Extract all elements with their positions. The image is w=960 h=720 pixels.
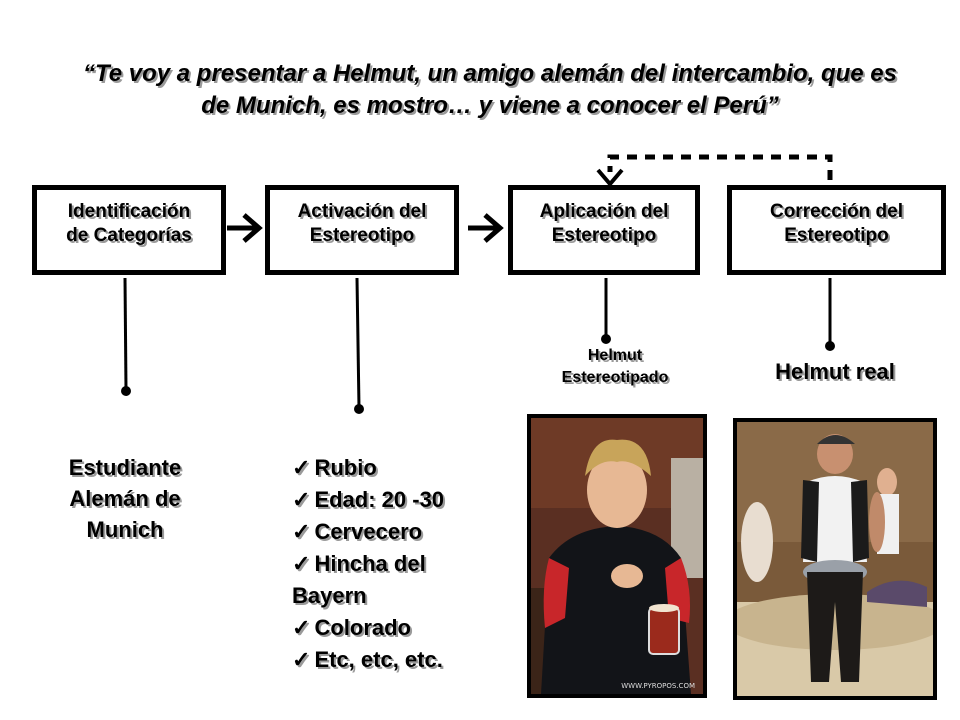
arrow-right-icon-1 bbox=[227, 213, 263, 243]
label-line: Alemán de bbox=[69, 486, 181, 511]
box-label: Estereotipo bbox=[551, 225, 657, 246]
box-activacion-estereotipo: Activación del Estereotipo bbox=[265, 185, 459, 275]
trait-text: Hincha del Bayern bbox=[292, 551, 426, 608]
list-item: ✓Colorado bbox=[292, 612, 492, 644]
trait-text: Etc, etc, etc. bbox=[314, 647, 443, 672]
photo-helmut-real bbox=[733, 418, 937, 700]
list-item: ✓Hincha del Bayern bbox=[292, 548, 492, 612]
quote-line-1: “Te voy a presentar a Helmut, un amigo a… bbox=[82, 60, 898, 87]
feedback-arrowhead bbox=[596, 168, 624, 188]
trait-text: Edad: 20 -30 bbox=[314, 487, 445, 512]
label-estudiante-aleman: Estudiante Alemán de Munich bbox=[40, 452, 210, 545]
checkmark-icon: ✓ bbox=[292, 615, 311, 640]
list-item: ✓Edad: 20 -30 bbox=[292, 484, 492, 516]
box-aplicacion-estereotipo: Aplicación del Estereotipo bbox=[508, 185, 700, 275]
box-label: Estereotipo bbox=[784, 225, 889, 246]
feedback-dashed-arrow bbox=[607, 154, 833, 180]
arrow-right-icon-2 bbox=[468, 213, 504, 243]
trait-text: Rubio bbox=[314, 455, 377, 480]
list-item: ✓Cervecero bbox=[292, 516, 492, 548]
label-helmut-estereotipado: Helmut Estereotipado bbox=[535, 345, 695, 389]
box-correccion-estereotipo: Corrección del Estereotipo bbox=[727, 185, 946, 275]
traits-list: ✓Rubio ✓Edad: 20 -30 ✓Cervecero ✓Hincha … bbox=[292, 452, 492, 676]
label-helmut-real: Helmut real bbox=[775, 359, 895, 384]
box-label: Estereotipo bbox=[309, 225, 415, 246]
label-line: Estereotipado bbox=[561, 369, 669, 386]
trait-text: Colorado bbox=[314, 615, 411, 640]
label-line: Estudiante bbox=[68, 455, 182, 480]
box-label: Activación del bbox=[297, 201, 427, 222]
connector-box3 bbox=[601, 278, 611, 344]
checkmark-icon: ✓ bbox=[292, 519, 311, 544]
trait-text: Cervecero bbox=[314, 519, 423, 544]
connector-box1 bbox=[121, 277, 131, 396]
box-label: Corrección del bbox=[769, 201, 904, 222]
checkmark-icon: ✓ bbox=[292, 455, 311, 480]
quote-line-2: de Munich, es mostro… y viene a conocer … bbox=[201, 92, 779, 119]
list-item: ✓Etc, etc, etc. bbox=[292, 644, 492, 676]
connector-box4 bbox=[825, 278, 835, 351]
connector-box2 bbox=[354, 277, 364, 414]
box-label: Aplicación del bbox=[539, 201, 669, 222]
list-item: ✓Rubio bbox=[292, 452, 492, 484]
checkmark-icon: ✓ bbox=[292, 487, 311, 512]
photo-helmut-estereotipado: WWW.PYROPOS.COM bbox=[527, 414, 707, 698]
box-identificacion-categorias: Identificación de Categorías bbox=[32, 185, 226, 275]
checkmark-icon: ✓ bbox=[292, 647, 311, 672]
box-label: Identificación bbox=[67, 201, 191, 222]
box-label: de Categorías bbox=[66, 225, 192, 246]
label-line: Helmut bbox=[587, 347, 643, 364]
photo-watermark: WWW.PYROPOS.COM bbox=[621, 682, 695, 690]
checkmark-icon: ✓ bbox=[292, 551, 311, 576]
quote-text: “Te voy a presentar a Helmut, un amigo a… bbox=[40, 58, 940, 122]
label-line: Munich bbox=[86, 517, 164, 542]
